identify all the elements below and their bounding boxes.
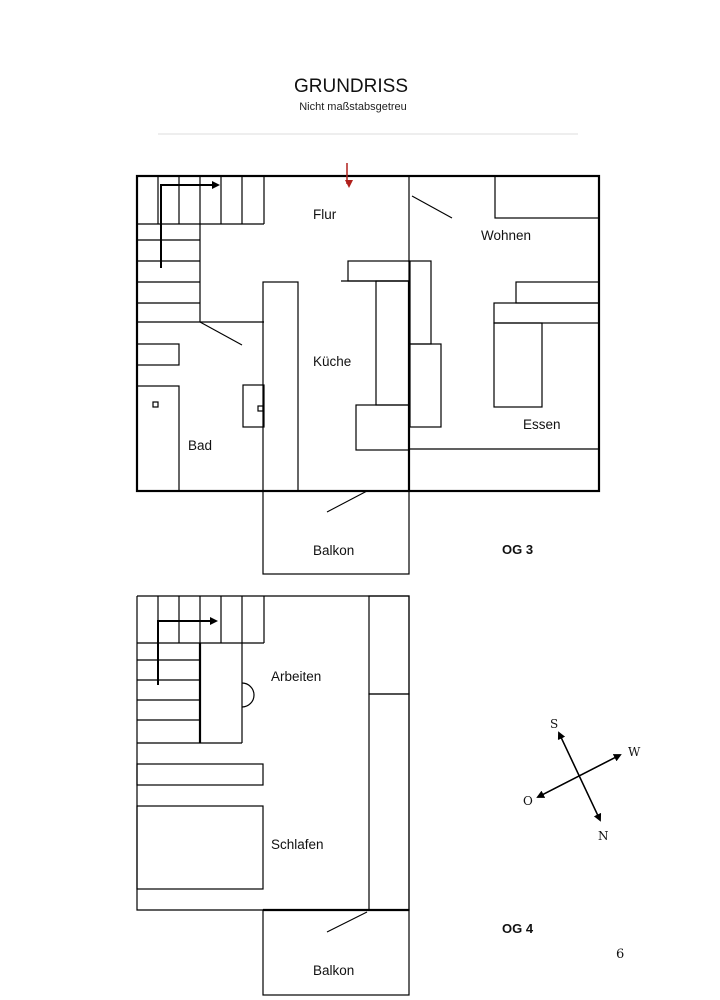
og3-balcony [262, 490, 410, 575]
og3-room-bad: Bad [188, 438, 212, 453]
compass-rose: S W O N [523, 717, 641, 843]
compass-north-label: N [598, 829, 609, 843]
compass-east-label: O [523, 794, 533, 808]
og3-bathroom [136, 321, 265, 492]
og3-living-dining [409, 175, 600, 450]
og4-staircase [137, 596, 265, 744]
og4-room-balkon: Balkon [313, 963, 354, 978]
compass-west-label: W [628, 745, 641, 759]
og3-room-balkon: Balkon [313, 543, 354, 558]
og4-level-label: OG 4 [502, 921, 534, 936]
og3-room-wohnen: Wohnen [481, 228, 531, 243]
og3-room-kueche: Küche [313, 354, 351, 369]
og4-room-schlafen: Schlafen [271, 837, 324, 852]
og3-kitchen [262, 260, 411, 492]
og4-study [241, 595, 410, 911]
og3-room-flur: Flur [313, 207, 337, 222]
og3-room-essen: Essen [523, 417, 561, 432]
og3-staircase [137, 176, 265, 322]
og4-bedroom [136, 763, 264, 890]
page-number: 6 [616, 947, 624, 962]
og3-level-label: OG 3 [502, 542, 533, 557]
floor-og3: Flur Wohnen Küche Bad Essen Balkon OG 3 [135, 163, 601, 575]
compass-south-label: S [550, 717, 558, 731]
og4-room-arbeiten: Arbeiten [271, 669, 321, 684]
page-title: GRUNDRISS [294, 76, 408, 97]
floor-og4: Arbeiten Schlafen Balkon OG 4 [136, 595, 534, 996]
page-subtitle: Nicht maßstabsgetreu [299, 101, 407, 113]
og4-balcony [262, 909, 410, 996]
